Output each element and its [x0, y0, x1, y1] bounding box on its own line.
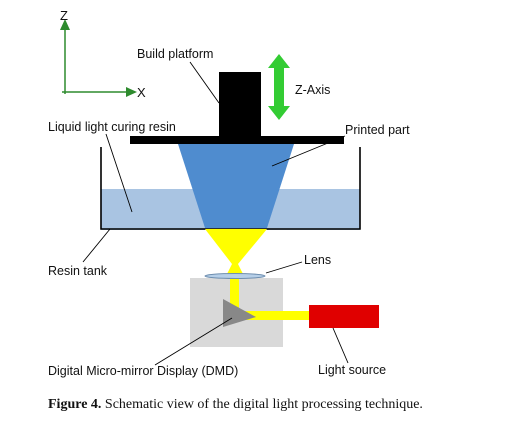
liquid-resin-label: Liquid light curing resin [48, 120, 176, 134]
figure-caption-label: Figure 4. [48, 397, 102, 412]
build-platform-plate [130, 136, 344, 144]
light-cone-upper [205, 229, 267, 264]
leader-liquid-resin [105, 133, 133, 213]
z-axis-letter: Z [60, 8, 68, 23]
leader-resin-tank [82, 228, 111, 263]
leader-lens [265, 261, 303, 274]
leader-dmd [154, 317, 233, 366]
dmd-label: Digital Micro-mirror Display (DMD) [48, 364, 239, 378]
leader-build-platform [189, 61, 220, 104]
z-axis-arrowhead [60, 19, 70, 30]
light-source [309, 305, 379, 328]
coordinate-axes [60, 19, 137, 97]
x-axis-arrowhead [126, 87, 137, 97]
figure-caption: Figure 4. Schematic view of the digital … [48, 397, 423, 413]
printed-part-label: Printed part [345, 123, 410, 137]
resin-tank-label: Resin tank [48, 264, 108, 278]
printed-part [178, 144, 294, 228]
lens [204, 273, 266, 279]
figure-caption-text: Schematic view of the digital light proc… [101, 397, 423, 412]
leader-light-source [332, 327, 349, 364]
z-axis-double-arrow [268, 54, 290, 120]
z-axis-label: Z-Axis [295, 83, 331, 97]
build-platform-label: Build platform [137, 47, 214, 61]
light-path-horizontal [238, 311, 310, 320]
light-path-vertical [230, 276, 239, 310]
lens-label: Lens [304, 253, 332, 267]
light-source-label: Light source [318, 363, 387, 377]
light-cone-lower [226, 264, 244, 276]
dmd-mirror [223, 299, 256, 327]
build-platform-column [219, 72, 261, 136]
leader-lines [82, 61, 349, 366]
x-axis-letter: X [137, 85, 146, 100]
leader-printed-part [271, 135, 346, 167]
